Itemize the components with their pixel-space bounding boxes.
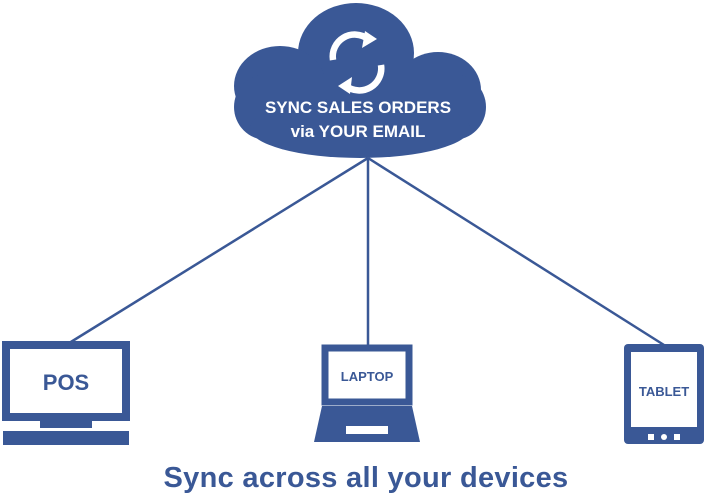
sync-arrows-icon [329, 31, 385, 94]
cloud-title-line2: via YOUR EMAIL [291, 122, 426, 141]
device-tablet: TABLET [624, 344, 704, 444]
device-label-pos: POS [43, 370, 89, 395]
cloud-title-line1: SYNC SALES ORDERS [265, 98, 451, 117]
cloud-shape [234, 3, 486, 158]
device-label-tablet: TABLET [639, 384, 689, 399]
connector-line-pos [65, 156, 369, 347]
connector-lines [65, 156, 665, 347]
device-label-laptop: LAPTOP [341, 369, 394, 384]
caption: Sync across all your devices [163, 462, 569, 494]
cloud: SYNC SALES ORDERS via YOUR EMAIL [234, 3, 486, 158]
device-laptop: LAPTOP [314, 344, 420, 442]
connector-line-tablet [367, 156, 665, 347]
tablet-icon [624, 344, 704, 444]
device-pos: POS [2, 341, 130, 445]
pos-terminal-icon [2, 341, 130, 445]
laptop-icon [314, 344, 420, 442]
